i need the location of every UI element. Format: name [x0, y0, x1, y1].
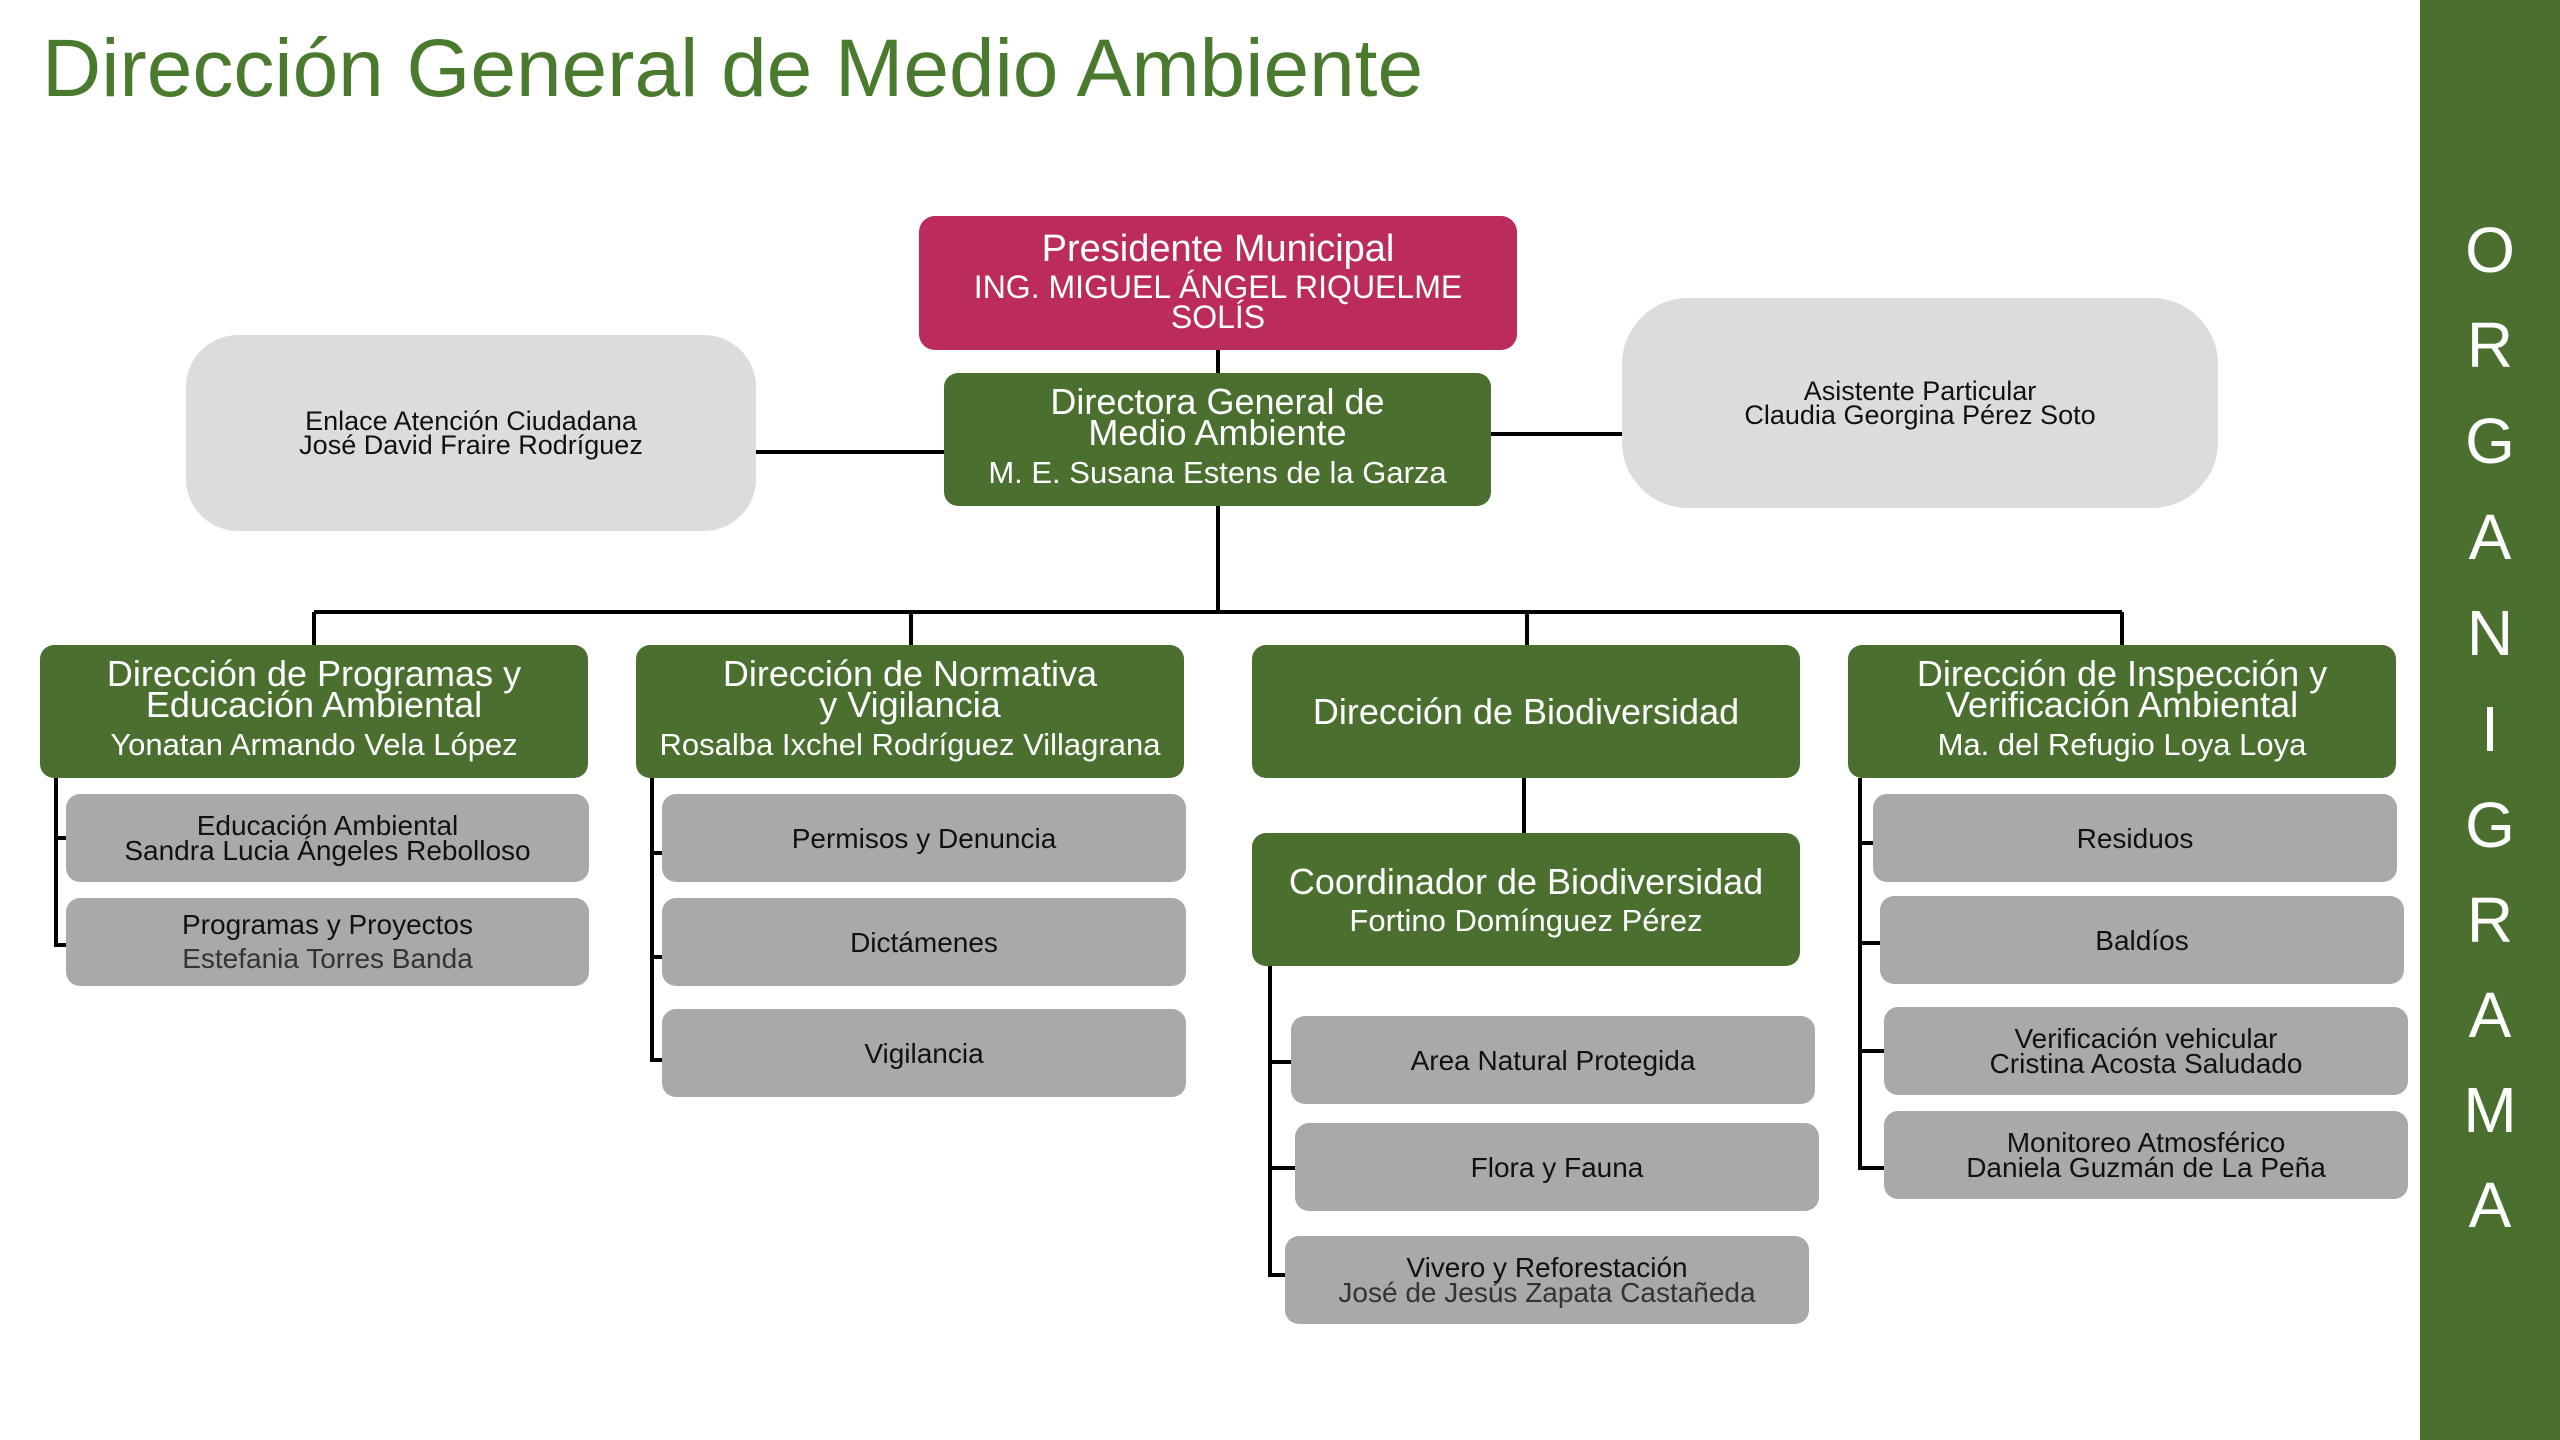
residuos-label: Residuos: [2076, 822, 2194, 854]
asistente-box: Asistente Particular Claudia Georgina Pé…: [1622, 298, 2218, 508]
sidebar-letter: I: [2481, 693, 2499, 765]
permisos-denuncia-label: Permisos y Denuncia: [791, 822, 1057, 854]
baldios-box: Baldíos: [1880, 896, 2404, 984]
sidebar-letter: O: [2465, 214, 2515, 286]
baldios-label: Baldíos: [2095, 924, 2189, 956]
normativa-role-line1: Dirección de Normativa: [722, 653, 1098, 694]
programas-proyectos-box: Programas y Proyectos Estefania Torres B…: [66, 898, 589, 986]
flora-fauna-box: Flora y Fauna: [1295, 1123, 1819, 1211]
verificacion-vehicular-label: Verificación vehicular: [2014, 1023, 2278, 1054]
sidebar-letter: G: [2465, 789, 2515, 861]
programas-proyectos-name: Estefania Torres Banda: [182, 943, 473, 974]
programas-name: Yonatan Armando Vela López: [110, 727, 518, 762]
president-name-line1: ING. MIGUEL ÁNGEL RIQUELME: [973, 269, 1463, 305]
page-title: Dirección General de Medio Ambiente: [42, 23, 1424, 114]
enlace-line2: José David Fraire Rodríguez: [299, 430, 643, 460]
sidebar-letter: R: [2466, 884, 2514, 956]
coordinador-biodiversidad-box: Coordinador de Biodiversidad Fortino Dom…: [1252, 833, 1800, 966]
biodiversidad-role: Dirección de Biodiversidad: [1312, 691, 1740, 732]
director-general-role-line1: Directora General de: [1050, 381, 1385, 422]
programas-proyectos-label: Programas y Proyectos: [182, 909, 473, 940]
sidebar-letter: N: [2466, 597, 2514, 669]
biodiversidad-box: Dirección de Biodiversidad: [1252, 645, 1800, 778]
verificacion-vehicular-box: Verificación vehicular Cristina Acosta S…: [1884, 1007, 2408, 1095]
dictamenes-box: Dictámenes: [662, 898, 1186, 986]
vigilancia-box: Vigilancia: [662, 1009, 1186, 1097]
president-box: Presidente Municipal ING. MIGUEL ÁNGEL R…: [919, 216, 1517, 350]
normativa-box: Dirección de Normativa y Vigilancia Rosa…: [636, 645, 1184, 778]
normativa-name: Rosalba Ixchel Rodríguez Villagrana: [659, 727, 1161, 762]
monitoreo-atmosferico-box: Monitoreo Atmosférico Daniela Guzmán de …: [1884, 1111, 2408, 1199]
president-role: Presidente Municipal: [1041, 228, 1395, 270]
verificacion-vehicular-name: Cristina Acosta Saludado: [1989, 1048, 2303, 1079]
sidebar-letter: A: [2468, 1169, 2512, 1241]
sidebar-letter: A: [2468, 501, 2512, 573]
coordinador-name: Fortino Domínguez Pérez: [1349, 902, 1703, 938]
asistente-line2: Claudia Georgina Pérez Soto: [1744, 400, 2096, 430]
dictamenes-label: Dictámenes: [850, 926, 998, 958]
monitoreo-atmosferico-name: Daniela Guzmán de La Peña: [1966, 1152, 2326, 1183]
educacion-ambiental-label: Educación Ambiental: [196, 810, 459, 841]
programas-role-line2: Educación Ambiental: [145, 684, 483, 725]
programas-role-line1: Dirección de Programas y: [106, 653, 522, 694]
educacion-ambiental-name: Sandra Lucia Ángeles Rebolloso: [124, 835, 531, 866]
vivero-reforestacion-box: Vivero y Reforestación José de Jesús Zap…: [1285, 1236, 1809, 1324]
enlace-line1: Enlace Atención Ciudadana: [305, 406, 637, 436]
monitoreo-atmosferico-label: Monitoreo Atmosférico: [2006, 1127, 2286, 1158]
inspeccion-name: Ma. del Refugio Loya Loya: [1937, 727, 2307, 762]
educacion-ambiental-box: Educación Ambiental Sandra Lucia Ángeles…: [66, 794, 589, 882]
vigilancia-label: Vigilancia: [864, 1037, 984, 1069]
normativa-role-line2: y Vigilancia: [819, 684, 1001, 725]
vivero-reforestacion-name: José de Jesús Zapata Castañeda: [1338, 1277, 1756, 1308]
sidebar-letter: A: [2468, 979, 2512, 1051]
asistente-line1: Asistente Particular: [1803, 376, 2037, 406]
area-natural-protegida-box: Area Natural Protegida: [1291, 1016, 1815, 1104]
area-natural-protegida-label: Area Natural Protegida: [1410, 1044, 1696, 1076]
vivero-reforestacion-label: Vivero y Reforestación: [1406, 1252, 1688, 1283]
director-general-box: Directora General de Medio Ambiente M. E…: [944, 373, 1491, 506]
enlace-box: Enlace Atención Ciudadana José David Fra…: [186, 335, 756, 531]
flora-fauna-label: Flora y Fauna: [1470, 1151, 1644, 1183]
inspeccion-role-line2: Verificación Ambiental: [1945, 684, 2299, 725]
sidebar-letter: M: [2463, 1074, 2517, 1146]
director-general-name: M. E. Susana Estens de la Garza: [988, 455, 1447, 490]
inspeccion-box: Dirección de Inspección y Verificación A…: [1848, 645, 2396, 778]
sidebar-letter: R: [2466, 309, 2514, 381]
sidebar-letter: G: [2465, 405, 2515, 477]
organigrama-sidebar: O R G A N I G R A M A: [2420, 0, 2560, 1440]
programas-box: Dirección de Programas y Educación Ambie…: [40, 645, 588, 778]
permisos-denuncia-box: Permisos y Denuncia: [662, 794, 1186, 882]
connector-lines: [54, 350, 2124, 1277]
residuos-box: Residuos: [1873, 794, 2397, 882]
coordinador-role: Coordinador de Biodiversidad: [1288, 860, 1764, 902]
inspeccion-role-line1: Dirección de Inspección y: [1916, 653, 2328, 694]
president-name-line2: SOLÍS: [1170, 299, 1266, 335]
director-general-role-line2: Medio Ambiente: [1088, 412, 1347, 453]
